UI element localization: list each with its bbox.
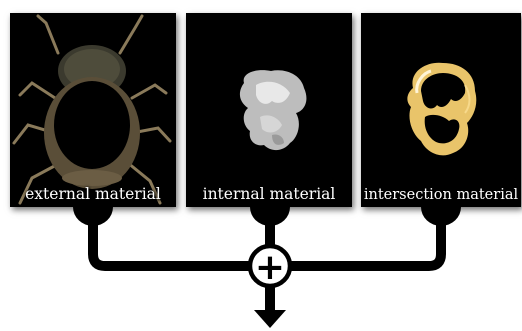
connector-line-intersection [290,220,441,266]
output-arrow-icon [254,310,286,328]
plus-icon: + [255,247,285,288]
connector-line-external [93,220,250,266]
